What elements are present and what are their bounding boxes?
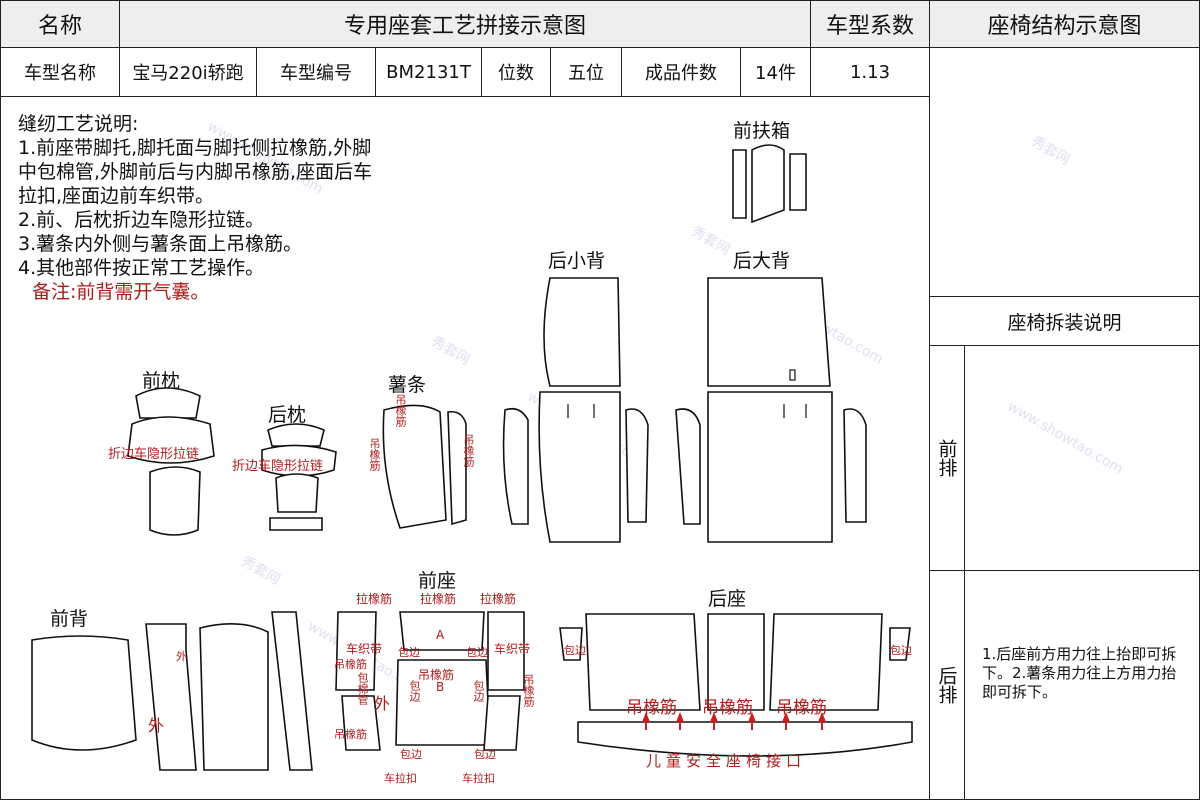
label-front-armrest: 前扶箱 (733, 120, 791, 142)
label-bolster: 薯条 (388, 374, 427, 396)
annotation-hang-elastic: 吊橡筋 (394, 394, 407, 427)
annotation-hang-elastic: 吊橡筋 (702, 698, 753, 718)
front-back-pieces (31, 611, 313, 771)
rear-seat-pieces (559, 613, 913, 757)
coef-value: 1.13 (810, 47, 930, 97)
label-front-back: 前背 (50, 608, 89, 630)
annotation-fold-zipper-rear: 折边车隐形拉链 (232, 459, 324, 474)
annotation-binding: 包边 (398, 646, 420, 659)
bolster-pieces (382, 404, 467, 529)
seats-value: 五位 (550, 47, 622, 97)
instruction-line: 1.前座带脚托,脚托面与脚托侧拉橡筋,外脚 (18, 137, 372, 159)
structure-title: 座椅结构示意图 (929, 0, 1200, 48)
annotation-outer: 外 (374, 694, 391, 713)
annotation-hang-elastic: 吊橡筋 (522, 674, 535, 707)
annotation-webbing: 车织带 (346, 642, 383, 656)
instructions-heading: 缝纫工艺说明: (18, 113, 139, 135)
annotation-pull-elastic: 拉橡筋 (420, 592, 457, 606)
annotation-binding: 包边 (564, 644, 586, 657)
front-seat-pieces (335, 611, 525, 751)
front-headrest-pieces (127, 387, 215, 536)
instruction-line: 4.其他部件按正常工艺操作。 (18, 257, 265, 279)
instruction-line: 3.薯条内外侧与薯条面上吊橡筋。 (18, 233, 303, 255)
remark-airbag: 备注:前背需开气囊。 (32, 281, 210, 303)
name-label: 名称 (0, 0, 120, 48)
instruction-line: 2.前、后枕折边车隐形拉链。 (18, 209, 265, 231)
coef-label: 车型系数 (810, 0, 930, 48)
annotation-outer: 外 (176, 650, 187, 663)
annotation-pull-buckle: 车拉扣 (462, 772, 495, 785)
instruction-line: 拉扣,座面边前车织带。 (18, 185, 215, 207)
rear-row-text: 1.后座前方用力往上抬即可拆下。2.薯条用力往上方用力抬即可拆下。 (982, 645, 1177, 701)
front-row-label: 前排 (929, 345, 965, 571)
annotation-hang-elastic: 吊橡筋 (334, 658, 367, 671)
annotation-hang-elastic: 吊橡筋 (368, 438, 381, 471)
instruction-line: 中包棉管,外脚前后与内脚吊橡筋,座面后车 (18, 161, 373, 183)
annotation-outer: 外 (148, 716, 165, 735)
label-rear-small-back: 后小背 (548, 250, 606, 272)
annotation-pull-buckle: 车拉扣 (384, 772, 417, 785)
annotation-letter-b: B (436, 680, 445, 694)
annotation-binding: 包边 (466, 646, 488, 659)
annotation-binding: 包边 (474, 748, 496, 761)
annotation-binding: 包边 (890, 644, 912, 657)
pieces-label: 成品件数 (621, 47, 741, 97)
rear-small-back-pieces (502, 277, 649, 543)
annotation-binding: 包边 (408, 680, 421, 702)
model-code: BM2131T (375, 47, 482, 97)
model-name: 宝马220i轿跑 (119, 47, 257, 97)
annotation-pull-elastic: 拉橡筋 (356, 592, 393, 606)
label-front-headrest: 前枕 (142, 370, 181, 392)
annotation-hang-elastic: 吊橡筋 (418, 668, 455, 682)
annotation-hang-elastic: 吊橡筋 (334, 728, 367, 741)
label-rear-headrest: 后枕 (268, 404, 307, 426)
front-row-box (929, 345, 1200, 571)
pattern-drawing (31, 144, 913, 771)
annotation-hang-elastic: 吊橡筋 (462, 434, 475, 467)
disassembly-title: 座椅拆装说明 (929, 296, 1200, 346)
annotation-hang-elastic: 吊橡筋 (626, 698, 677, 718)
annotation-binding: 包边 (472, 680, 485, 702)
annotation-pull-elastic: 拉橡筋 (480, 592, 517, 606)
annotation-letter-a: A (436, 628, 445, 642)
annotation-padding-tube: 包棉管 (356, 672, 369, 705)
sewing-instructions: 缝纫工艺说明: 1.前座带脚托,脚托面与脚托侧拉橡筋,外脚 中包棉管,外脚前后与… (18, 112, 538, 304)
annotation-child-seat: 儿童安全座椅接口 (646, 752, 807, 770)
model-name-label: 车型名称 (0, 47, 120, 97)
rear-headrest-pieces (261, 423, 337, 531)
label-rear-seat: 后座 (708, 588, 747, 610)
label-front-seat: 前座 (418, 570, 457, 592)
structure-panel (929, 47, 1200, 297)
pieces-value: 14件 (740, 47, 811, 97)
annotation-fold-zipper-front: 折边车隐形拉链 (108, 447, 200, 462)
annotation-webbing: 车织带 (494, 642, 531, 656)
annotation-binding: 包边 (400, 748, 422, 761)
annotation-hang-elastic: 吊橡筋 (776, 698, 827, 718)
rear-big-back-pieces (675, 277, 867, 543)
label-rear-big-back: 后大背 (733, 250, 791, 272)
rear-row-label: 后排 (929, 570, 965, 800)
front-armrest-pieces (732, 144, 807, 224)
